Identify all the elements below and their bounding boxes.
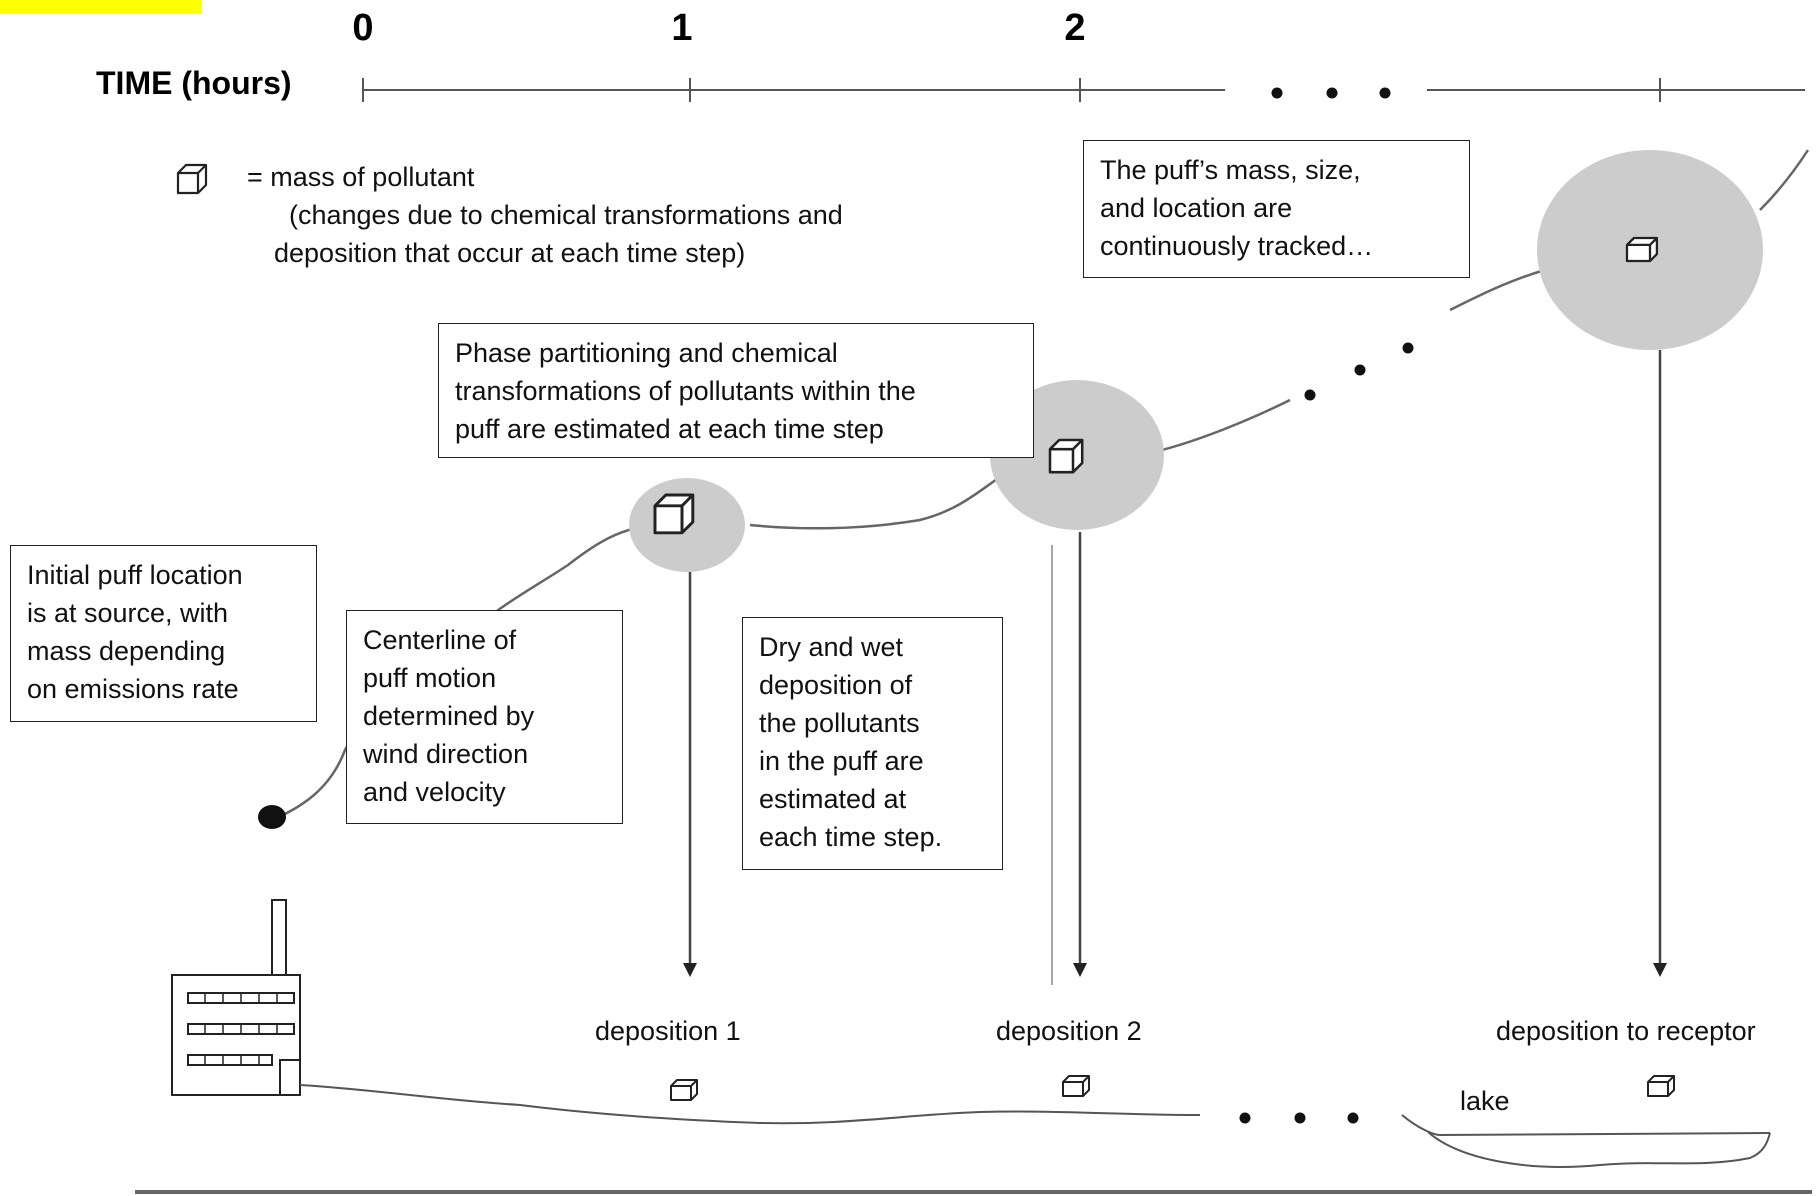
ellipsis-dot	[1294, 1112, 1306, 1124]
ellipsis-dot	[1354, 364, 1366, 376]
callout-phase-partitioning: Phase partitioning and chemical transfor…	[438, 323, 1034, 458]
puff-trajectory-segment-3	[1161, 398, 1291, 452]
callout-tracked-line: and location are	[1100, 193, 1293, 223]
ellipsis-dot	[1271, 87, 1283, 99]
callout-tracked-line: The puff’s mass, size,	[1100, 155, 1361, 185]
tick-label-1: 1	[671, 7, 693, 49]
highlight-mark	[0, 0, 202, 14]
callout-centerline: Centerline of puff motion determined by …	[346, 610, 623, 824]
puff-trajectory-segment-5	[1759, 149, 1810, 211]
puff-trajectory-segment-4	[1449, 268, 1546, 312]
ellipsis-dot	[1239, 1112, 1251, 1124]
legend-line-2: (changes due to chemical transformations…	[289, 200, 843, 230]
callout-deposition-line: estimated at	[759, 784, 907, 814]
callout-deposition-line: the pollutants	[759, 708, 920, 738]
callout-centerline-line: and velocity	[363, 777, 506, 807]
deposition-label-1: deposition 1	[595, 1016, 741, 1046]
callout-initial-puff: Initial puff location is at source, with…	[10, 545, 317, 722]
callout-centerline-line: determined by	[363, 701, 535, 731]
callout-deposition-line: in the puff are	[759, 746, 924, 776]
callout-centerline-line: puff motion	[363, 663, 497, 693]
legend-cube-icon	[176, 163, 208, 195]
ellipsis-dot	[1379, 87, 1391, 99]
callout-initial-line: is at source, with	[27, 598, 229, 628]
lake-surface	[1401, 1114, 1771, 1137]
time-axis	[362, 78, 1805, 102]
callout-tracked-line: continuously tracked…	[1100, 231, 1374, 261]
deposition-label-receptor: deposition to receptor	[1496, 1016, 1756, 1046]
deposited-cube-3-icon	[1647, 1075, 1675, 1097]
puff-trajectory-segment-2	[749, 468, 1011, 530]
lake-label: lake	[1460, 1086, 1510, 1116]
callout-initial-line: mass depending	[27, 636, 226, 666]
ellipsis-dot	[1347, 1112, 1359, 1124]
callout-initial-line: Initial puff location	[27, 560, 243, 590]
time-axis-label: TIME (hours)	[96, 65, 292, 101]
callout-centerline-line: wind direction	[363, 739, 529, 769]
deposition-label-2: deposition 2	[996, 1016, 1142, 1046]
callout-initial-line: on emissions rate	[27, 674, 239, 704]
puff-1-cube-icon	[653, 493, 695, 535]
ground-surface	[299, 1084, 1201, 1125]
callout-phase-line: transformations of pollutants within the	[455, 376, 916, 406]
puff-2-cube-icon	[1048, 438, 1084, 474]
deposited-cube-1-icon	[670, 1079, 698, 1101]
legend-line-3: deposition that occur at each time step)	[274, 238, 746, 268]
tick-label-0: 0	[352, 7, 374, 49]
tick-label-2: 2	[1064, 7, 1086, 49]
ellipsis-dot	[1402, 342, 1414, 354]
puff-3-cube-icon	[1625, 236, 1659, 263]
factory-icon	[171, 899, 301, 1096]
callout-deposition-line: Dry and wet	[759, 632, 904, 662]
callout-phase-line: Phase partitioning and chemical	[455, 338, 838, 368]
legend-line-1: = mass of pollutant	[247, 162, 475, 192]
initial-puff	[258, 805, 286, 829]
callout-deposition-line: deposition of	[759, 670, 913, 700]
callout-tracked: The puff’s mass, size, and location are …	[1083, 140, 1470, 278]
ellipsis-dot	[1326, 87, 1338, 99]
callout-deposition: Dry and wet deposition of the pollutants…	[742, 617, 1003, 870]
callout-deposition-line: each time step.	[759, 822, 943, 852]
ellipsis-dot	[1304, 389, 1316, 401]
lake-basin	[1427, 1131, 1771, 1168]
callout-phase-line: puff are estimated at each time step	[455, 414, 884, 444]
callout-centerline-line: Centerline of	[363, 625, 517, 655]
deposited-cube-2-icon	[1062, 1075, 1090, 1097]
